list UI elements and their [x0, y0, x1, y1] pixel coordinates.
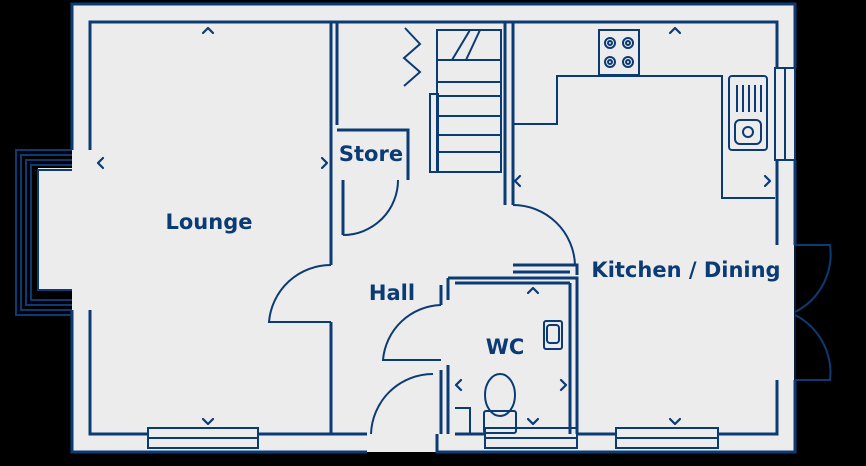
room-label-kitchen-dining: Kitchen / Dining: [591, 258, 780, 282]
door-icon: [267, 179, 832, 435]
external-walls: [70, 2, 797, 454]
dimension-arrow-icon: [96, 26, 772, 426]
room-label-wc: WC: [486, 335, 525, 359]
room-label-lounge: Lounge: [166, 210, 253, 234]
wc-box: [455, 407, 471, 434]
internal-walls: [329, 22, 579, 434]
hob-icon: [604, 37, 634, 68]
toilet-icon: [483, 373, 517, 434]
basin-icon: [543, 320, 563, 350]
bay-window: [15, 149, 72, 316]
floor-area: [38, 4, 794, 452]
room-label-store: Store: [339, 142, 403, 166]
kitchen-worktop: [513, 29, 775, 199]
room-label-hall: Hall: [369, 281, 415, 305]
window-icon: [147, 67, 796, 449]
sink-icon: [728, 75, 768, 151]
staircase-icon: [402, 27, 502, 173]
